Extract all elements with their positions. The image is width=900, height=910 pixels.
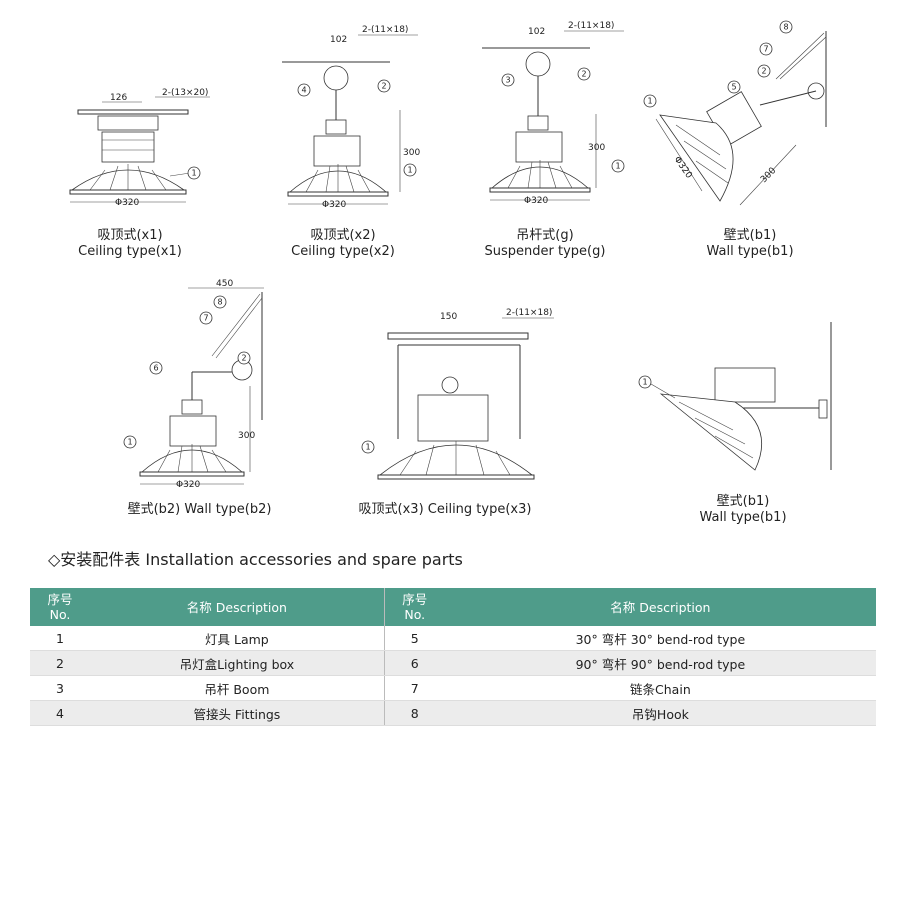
dim-slot: 2-(11×18) [362,25,408,35]
svg-text:2: 2 [581,70,586,79]
svg-text:1: 1 [127,438,132,447]
svg-text:2: 2 [381,82,386,91]
svg-text:2: 2 [241,354,246,363]
header-no-right: 序号 No. [384,588,445,626]
cell-no: 2 [30,650,90,676]
dim-diameter: Φ320 [115,198,140,208]
caption-text: 壁式(b2) Wall type(b2) [127,502,272,517]
cell-desc: 吊钩Hook [444,700,876,726]
caption-x2: 吸顶式(x2) Ceiling type(x2) [268,228,418,260]
caption-g: 吊杆式(g) Suspender type(g) [470,228,620,260]
cell-desc: 30° 弯杆 30° bend-rod type [444,626,876,651]
svg-text:3: 3 [505,76,510,85]
svg-text:4: 4 [301,86,306,95]
svg-text:1: 1 [647,97,652,106]
caption-x3: 吸顶式(x3) Ceiling type(x3) [345,502,545,518]
dim-diameter: Φ320 [322,200,347,210]
dim-slot: 2-(13×20) [162,88,208,98]
caption-cn: 壁式(b1) [716,494,770,509]
caption-b1-bottom: 壁式(b1) Wall type(b1) [668,494,818,526]
svg-text:2: 2 [761,67,766,76]
dim-diameter: Φ320 [176,480,201,488]
cell-desc: 吊杆 Boom [90,675,385,701]
header-desc-right: 名称 Description [444,588,876,626]
caption-x1: 吸顶式(x1) Ceiling type(x1) [55,228,205,260]
figure-ceiling-x2: 102 2-(11×18) 4 2 Φ320 300 1 [270,20,430,215]
dim-slot: 2-(11×18) [568,21,614,31]
figure-wall-b1-top: 8 7 2 5 1 Φ320 300 [640,15,840,215]
svg-text:6: 6 [153,364,158,373]
table-header-row: 序号 No. 名称 Description 序号 No. 名称 Descript… [30,588,876,626]
caption-en: Ceiling type(x1) [78,244,182,259]
caption-en: Suspender type(g) [484,244,606,259]
header-no-left: 序号 No. [30,588,90,626]
dim-126: 126 [110,93,127,103]
cell-desc: 灯具 Lamp [90,626,385,651]
caption-cn: 吸顶式(x2) [310,228,376,243]
svg-text:1: 1 [615,162,620,171]
section-title: ◇安装配件表 Installation accessories and spar… [48,550,463,569]
caption-cn: 吸顶式(x1) [97,228,163,243]
header-desc-left: 名称 Description [90,588,385,626]
cell-no: 7 [384,675,445,701]
svg-text:1: 1 [407,166,412,175]
figure-wall-b1-bottom: 1 [635,318,845,478]
cell-no: 3 [30,675,90,701]
svg-text:1: 1 [642,378,647,387]
cell-no: 6 [384,650,445,676]
dim-300: 300 [759,166,778,185]
dim-300: 300 [238,431,255,441]
figure-suspender-g: 102 2-(11×18) 3 2 Φ320 300 1 [478,18,638,213]
figure-wall-b2: 450 8 7 2 6 Φ320 1 300 [118,278,278,488]
figure-ceiling-x3: 150 2-(11×18) 1 [356,305,556,490]
cell-desc: 管接头 Fittings [90,700,385,726]
caption-b2: 壁式(b2) Wall type(b2) [112,502,287,518]
svg-text:7: 7 [763,45,768,54]
cell-no: 8 [384,700,445,726]
dim-slot: 2-(11×18) [506,308,552,318]
caption-text: 吸顶式(x3) Ceiling type(x3) [358,502,532,517]
table-row: 2 吊灯盒Lighting box 6 90° 弯杆 90° bend-rod … [30,650,876,676]
dim-102: 102 [528,27,545,37]
cell-no: 4 [30,700,90,726]
dim-450: 450 [216,279,233,289]
cell-no: 5 [384,626,445,651]
dim-diameter: Φ320 [524,196,549,206]
cell-desc: 90° 弯杆 90° bend-rod type [444,650,876,676]
caption-en: Wall type(b1) [699,510,787,525]
cell-no: 1 [30,626,90,651]
svg-text:1: 1 [365,443,370,452]
accessories-table: 序号 No. 名称 Description 序号 No. 名称 Descript… [30,588,876,726]
table-row: 1 灯具 Lamp 5 30° 弯杆 30° bend-rod type [30,626,876,651]
caption-en: Ceiling type(x2) [291,244,395,259]
caption-en: Wall type(b1) [706,244,794,259]
dim-102: 102 [330,35,347,45]
dim-150: 150 [440,312,457,322]
caption-cn: 吊杆式(g) [516,228,574,243]
cell-desc: 链条Chain [444,675,876,701]
svg-text:1: 1 [191,169,196,178]
table-row: 3 吊杆 Boom 7 链条Chain [30,675,876,701]
svg-text:8: 8 [783,23,788,32]
svg-text:5: 5 [731,83,736,92]
svg-text:7: 7 [203,314,208,323]
cell-desc: 吊灯盒Lighting box [90,650,385,676]
dim-300: 300 [588,143,605,153]
dim-300: 300 [403,148,420,158]
figure-ceiling-x1: 126 2-(13×20) Φ320 1 [60,80,220,215]
table-row: 4 管接头 Fittings 8 吊钩Hook [30,700,876,726]
svg-text:8: 8 [217,298,222,307]
caption-b1-top: 壁式(b1) Wall type(b1) [675,228,825,260]
caption-cn: 壁式(b1) [723,228,777,243]
